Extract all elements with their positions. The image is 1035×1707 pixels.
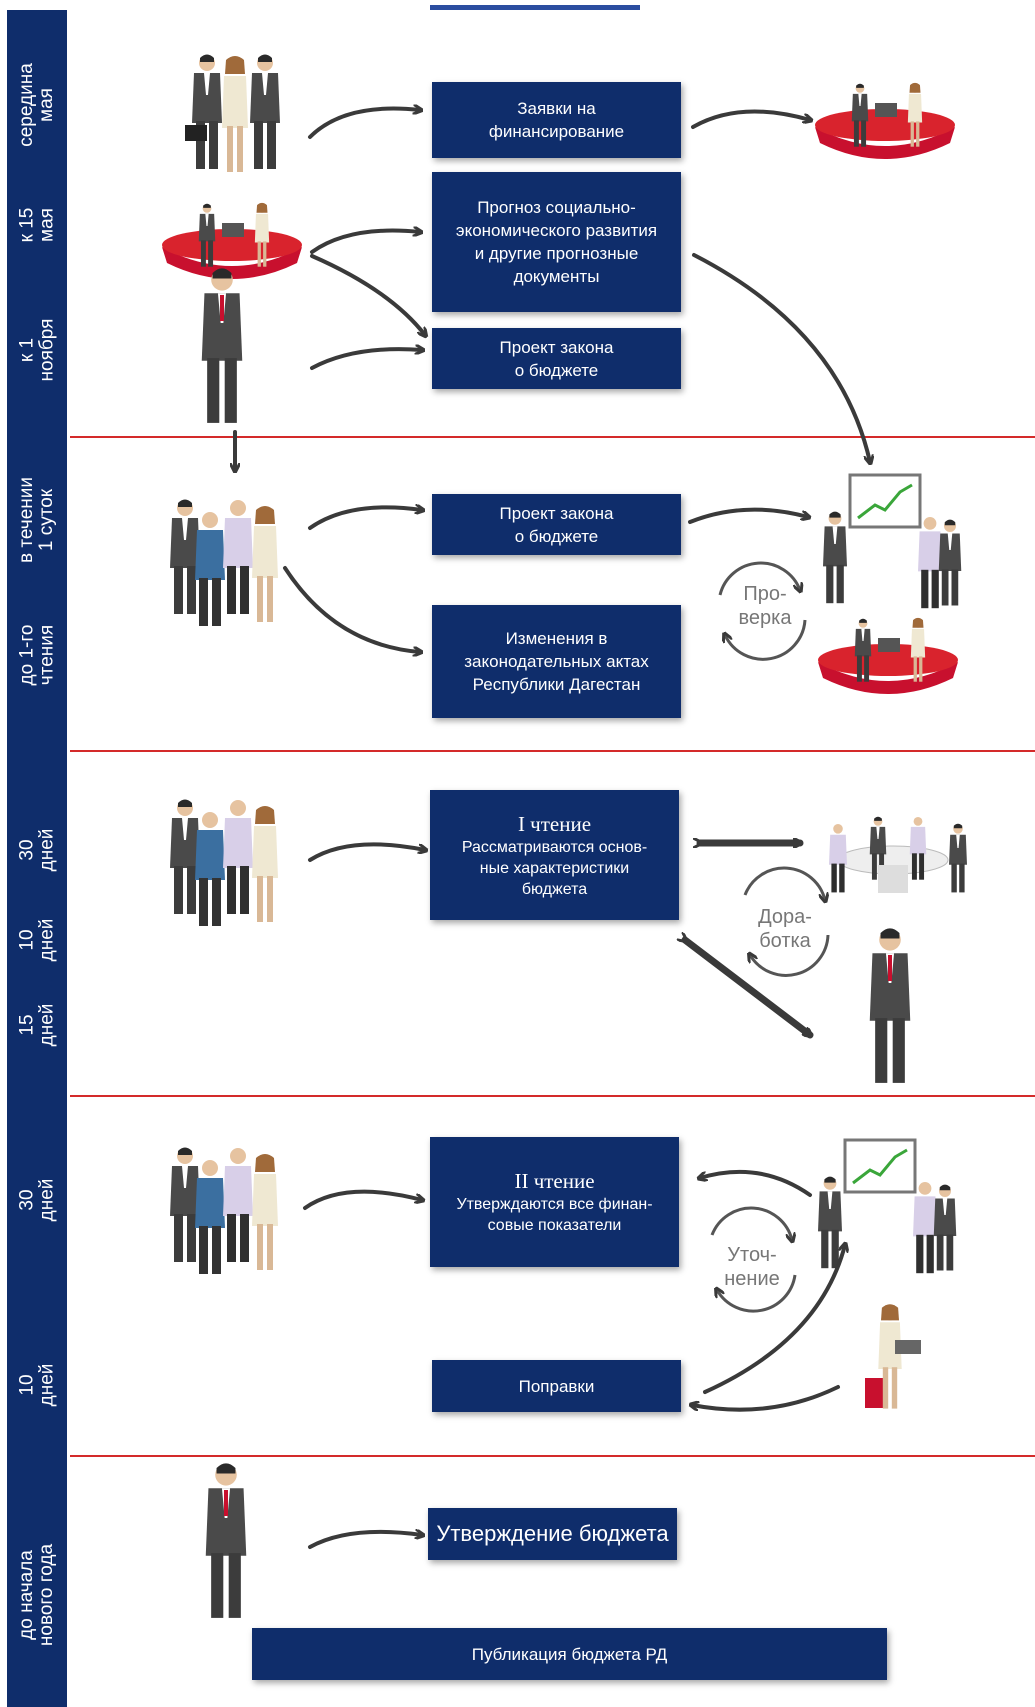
- rework-cycle-label: Дора- ботка: [758, 906, 812, 952]
- box-publication-text: Публикация бюджета РД: [471, 1644, 668, 1664]
- first-reading-title: I чтение: [517, 811, 592, 836]
- arrow-group-to-reading2: [303, 1189, 422, 1210]
- arrow-board-to-reading2: [700, 1169, 812, 1197]
- box-amendments-text: Поправки: [518, 1376, 595, 1396]
- arrow-table-to-forecast: [310, 231, 420, 254]
- arrow-forecast-to-board: [692, 253, 870, 462]
- divider-1: [70, 436, 1035, 438]
- check-cycle-label: Про- верка: [738, 583, 792, 629]
- clarify-cycle-icon: [710, 1206, 795, 1313]
- arrow-group-to-reading1: [308, 842, 425, 862]
- arrow-group-to-changes: [283, 566, 420, 652]
- clarify-cycle-label: Уточ- нение: [724, 1244, 780, 1290]
- discussion-group-icon: [170, 799, 278, 926]
- divider-4: [70, 1455, 1035, 1457]
- divider-2: [70, 750, 1035, 752]
- official-man-icon: [201, 268, 243, 423]
- box-draft-law-2-text: Проект закона о бюджете: [499, 503, 614, 546]
- arrow-requests-to-table: [691, 109, 810, 129]
- conference-table-icon: [829, 816, 967, 893]
- arrow-woman-to-amendments: [692, 1385, 840, 1412]
- meeting-table-icon: [815, 82, 955, 159]
- box-approval-text: Утверждение бюджета: [436, 1521, 669, 1546]
- presentation-board-icon: [823, 473, 962, 609]
- meeting-table-icon: [818, 617, 958, 694]
- woman-laptop-icon: [865, 1304, 921, 1409]
- check-cycle-icon: [718, 561, 807, 661]
- divider-3: [70, 1095, 1035, 1097]
- rework-cycle-icon: [743, 866, 828, 977]
- first-reading-text: Рассматриваются основ- ные характеристик…: [461, 838, 648, 898]
- arrow-draft2-to-board: [688, 507, 808, 524]
- box-approval: Утверждение бюджета: [428, 1508, 677, 1560]
- box-draft-law-1-text: Проект закона о бюджете: [499, 337, 614, 380]
- second-reading-title: II чтение: [514, 1169, 595, 1193]
- box-legislative-changes-text: Изменения в законодательных актах Респуб…: [464, 629, 649, 694]
- arrow-official-to-approval: [308, 1532, 422, 1549]
- presentation-board-icon: [818, 1138, 957, 1274]
- arrow-reading1-official: [685, 940, 810, 1035]
- arrow-group-to-draft2: [308, 507, 422, 530]
- top-title-fragment: [430, 0, 640, 10]
- arrow-amendments-to-board: [703, 1245, 845, 1394]
- business-group-icon: [185, 54, 280, 172]
- official-man-icon: [205, 1463, 247, 1618]
- arrow-official-to-draft: [310, 349, 422, 370]
- timeline-sidebar: [7, 10, 67, 1707]
- discussion-group-icon: [170, 1147, 278, 1274]
- box-legislative-changes: Изменения в законодательных актах Респуб…: [432, 605, 681, 718]
- box-publication: Публикация бюджета РД: [252, 1628, 887, 1680]
- official-man-icon: [869, 928, 911, 1083]
- box-draft-law-2: Проект закона о бюджете: [432, 494, 681, 555]
- box-amendments: Поправки: [432, 1360, 681, 1412]
- meeting-table-icon: [162, 202, 302, 279]
- box-second-reading: II чтение Утверждаются все финан- совые …: [430, 1137, 679, 1267]
- box-funding-requests: Заявки на финансирование: [432, 82, 681, 158]
- box-first-reading: I чтение Рассматриваются основ- ные хара…: [430, 790, 679, 920]
- box-forecast: Прогноз социально- экономического развит…: [432, 172, 681, 312]
- box-forecast-text: Прогноз социально- экономического развит…: [455, 198, 658, 286]
- discussion-group-icon: [170, 499, 278, 626]
- arrow-table-to-draft: [310, 254, 425, 335]
- second-reading-text: Утверждаются все финан- совые показатели: [456, 1196, 653, 1234]
- box-funding-requests-text: Заявки на финансирование: [488, 99, 625, 141]
- arrow-group-to-requests: [308, 109, 420, 139]
- box-draft-law-1: Проект закона о бюджете: [432, 328, 681, 389]
